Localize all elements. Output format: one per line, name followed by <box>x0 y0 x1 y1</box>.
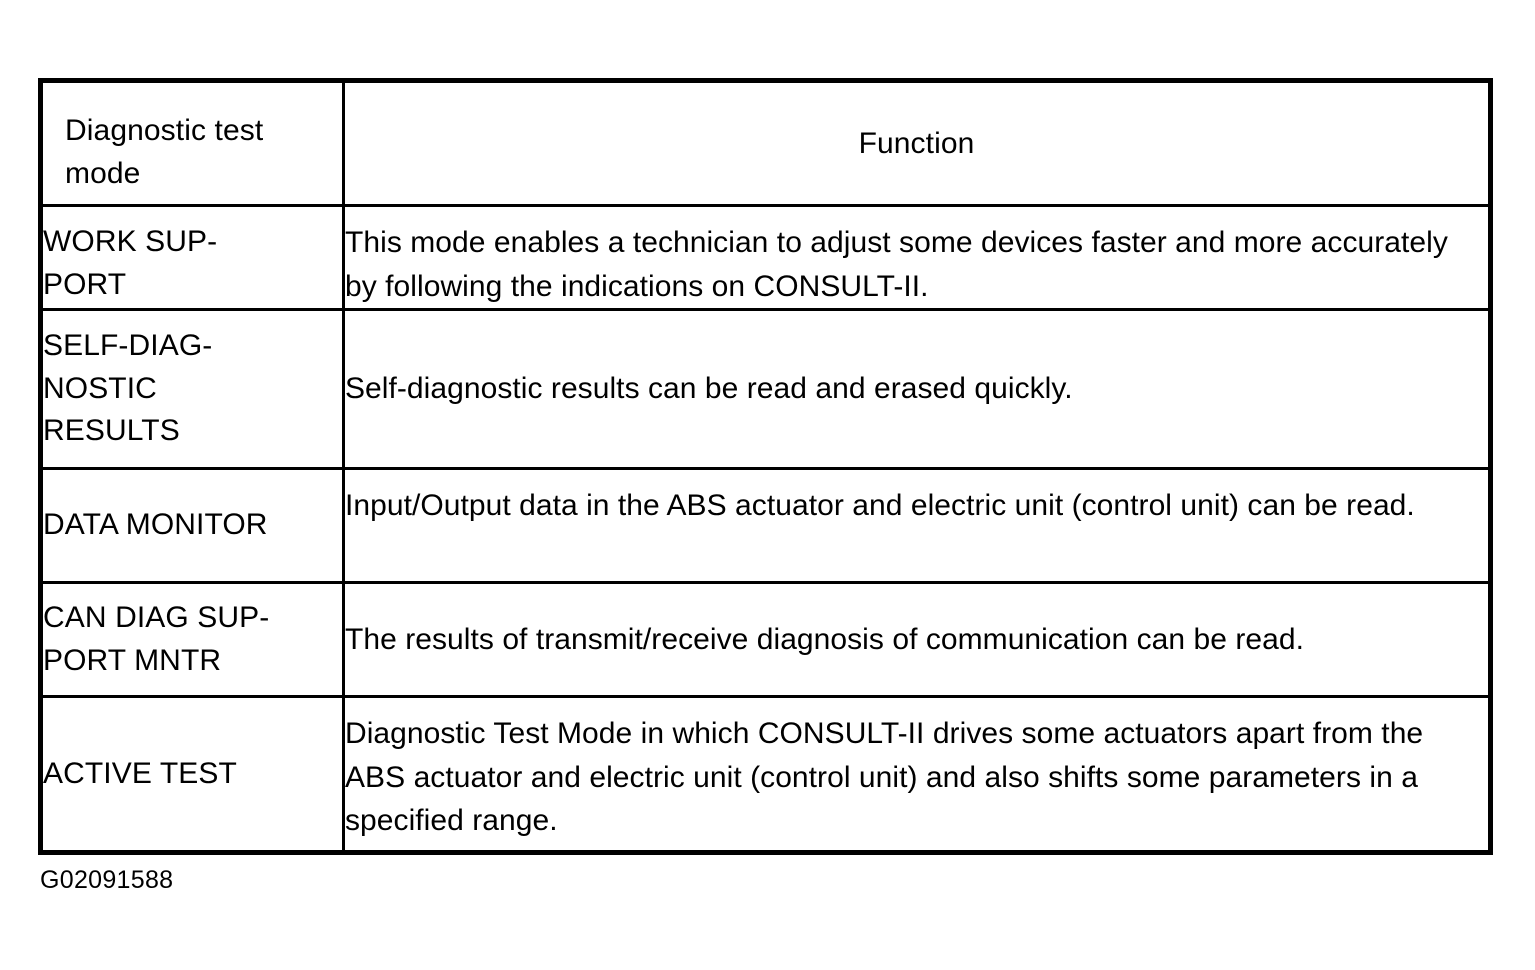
diagnostic-test-mode-table-container: Diagnostic test mode Function WORK SUP- … <box>38 78 1493 855</box>
row-mode-self-diagnostic-results: SELF-DIAG- NOSTIC RESULTS <box>39 308 345 470</box>
mode-line: PORT <box>43 267 127 301</box>
mode-line: WORK SUP- <box>43 225 218 258</box>
table-header-row: Diagnostic test mode Function <box>39 79 1492 207</box>
mode-line: RESULTS <box>43 414 180 448</box>
header-label-diagnostic-test-mode: Diagnostic test mode <box>65 113 264 190</box>
mode-line: PORT MNTR <box>43 643 222 677</box>
row-function-can-diag-support-mntr: The results of transmit/receive diagnosi… <box>342 581 1492 698</box>
row-mode-work-support: WORK SUP- PORT <box>39 204 345 311</box>
figure-id-caption: G02091588 <box>40 866 174 894</box>
table-row: SELF-DIAG- NOSTIC RESULTS Self-diagnosti… <box>39 308 1492 470</box>
table-row: CAN DIAG SUP- PORT MNTR The results of t… <box>39 581 1492 698</box>
row-function-work-support: This mode enables a technician to adjust… <box>342 204 1492 311</box>
table-row: DATA MONITOR Input/Output data in the AB… <box>39 467 1492 584</box>
row-mode-data-monitor: DATA MONITOR <box>39 467 345 584</box>
row-mode-can-diag-support-mntr: CAN DIAG SUP- PORT MNTR <box>39 581 345 698</box>
header-cell-mode: Diagnostic test mode <box>39 79 345 207</box>
mode-line: CAN DIAG SUP- <box>43 600 270 634</box>
row-mode-active-test: ACTIVE TEST <box>39 695 345 854</box>
mode-line: NOSTIC <box>43 371 157 405</box>
header-label-function: Function <box>858 126 975 160</box>
table-row: ACTIVE TEST Diagnostic Test Mode in whic… <box>39 695 1492 854</box>
diagnostic-test-mode-table: Diagnostic test mode Function WORK SUP- … <box>38 78 1493 855</box>
row-function-self-diagnostic-results: Self-diagnostic results can be read and … <box>342 308 1492 470</box>
row-function-active-test: Diagnostic Test Mode in which CONSULT-II… <box>342 695 1492 854</box>
header-cell-function: Function <box>342 79 1492 207</box>
mode-line: SELF-DIAG- <box>43 329 213 362</box>
table-row: WORK SUP- PORT This mode enables a techn… <box>39 204 1492 311</box>
row-function-data-monitor: Input/Output data in the ABS actuator an… <box>342 467 1492 584</box>
